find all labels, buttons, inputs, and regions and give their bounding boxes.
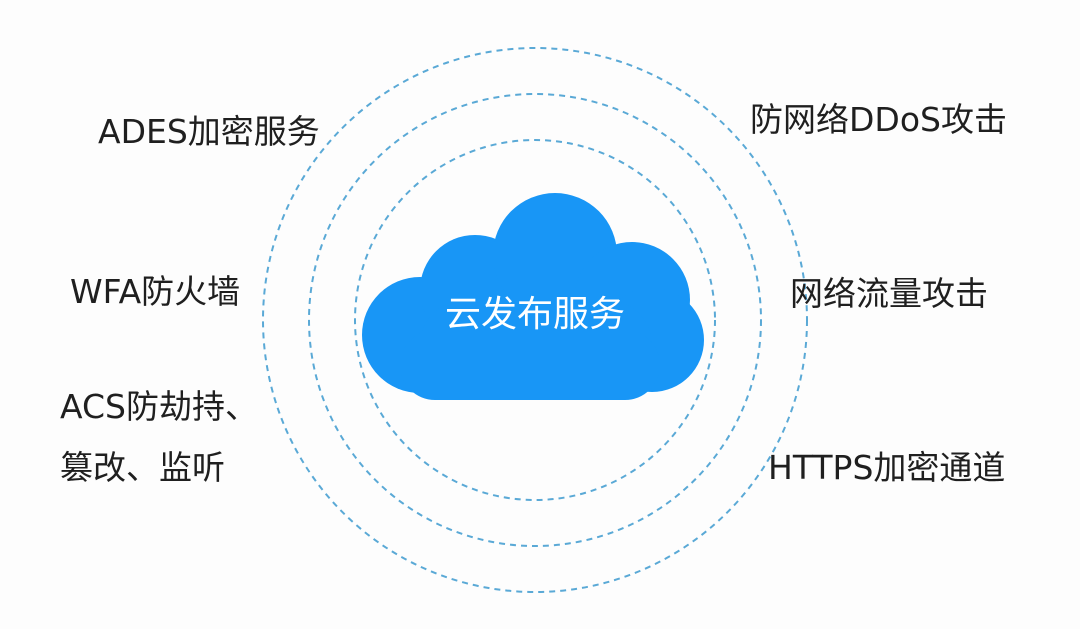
inner-ring xyxy=(354,139,716,501)
label-wfa-firewall: WFA防火墙 xyxy=(70,272,241,311)
label-https-channel: HTTPS加密通道 xyxy=(768,448,1006,487)
label-acs-line1: ACS防劫持、 xyxy=(60,387,258,426)
outer-ring xyxy=(262,47,808,593)
label-acs-line2: 篡改、监听 xyxy=(60,448,225,487)
label-ades-encryption: ADES加密服务 xyxy=(98,112,320,151)
cloud-service-label: 云发布服务 xyxy=(444,294,625,335)
middle-ring xyxy=(308,93,762,547)
cloud-icon xyxy=(362,193,704,400)
label-traffic-attack: 网络流量攻击 xyxy=(790,274,988,313)
label-ddos-protection: 防网络DDoS攻击 xyxy=(750,100,1007,139)
